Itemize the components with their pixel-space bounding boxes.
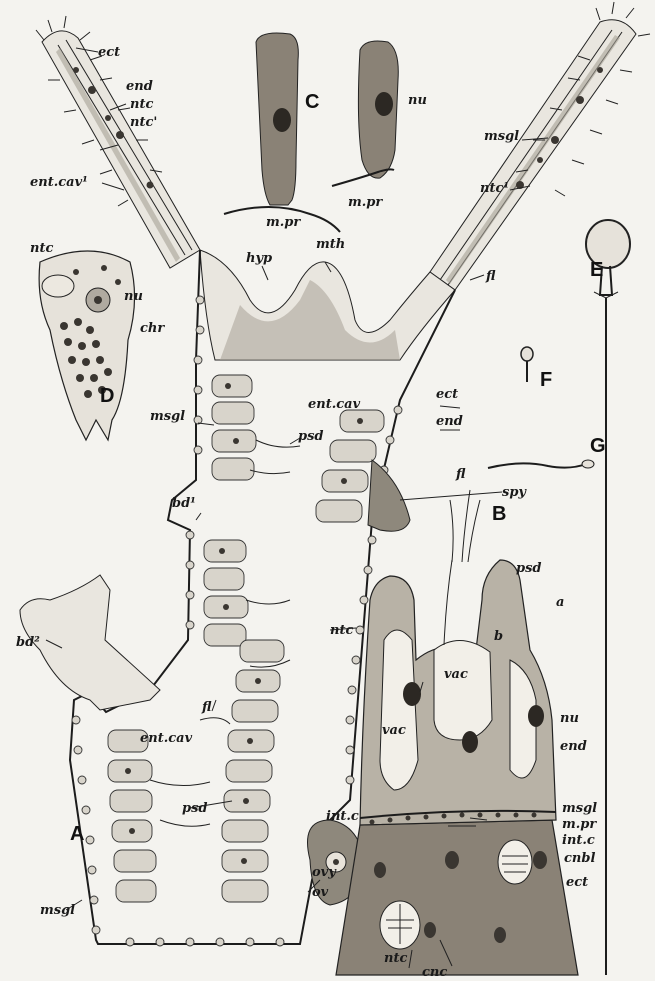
label-b-intc: int.c (326, 809, 359, 824)
label-ent-cav-2: ent.cav (140, 731, 193, 746)
label-msgl-3: msgl (40, 903, 75, 918)
label-b-cnbl: cnbl (564, 851, 595, 866)
label-ect-2: ect (436, 387, 458, 402)
label-b-nu: nu (560, 711, 579, 726)
label-bd2: bd² (16, 635, 40, 650)
label-end-2: end (436, 414, 463, 429)
label-ent-cav-1: ent.cav¹ (30, 175, 88, 190)
panel-d-letter: D (100, 385, 114, 407)
label-d-nu: nu (124, 289, 143, 304)
label-b-fl: fl (455, 467, 466, 482)
figure-b-detail (336, 490, 578, 975)
label-psd-2: psd (182, 801, 208, 816)
label-fl-tentacle: fl (485, 269, 496, 284)
panel-e-letter: E (590, 259, 603, 281)
label-ntc-1: ntc¹ (480, 181, 509, 196)
label-ov: ov (312, 885, 329, 900)
label-ntc: ntc (130, 97, 153, 112)
label-ovy: ovy (312, 865, 337, 880)
label-ent-cav: ent.cav (308, 397, 361, 412)
label-bd1: bd¹ (172, 496, 196, 511)
panel-f-letter: F (540, 369, 552, 391)
label-ntc-prime: ntc' (130, 115, 157, 130)
bud-2 (20, 575, 160, 710)
figure-g-nematocyst-thread (488, 460, 594, 468)
label-msgl-right: msgl (484, 129, 519, 144)
spermary (368, 460, 410, 531)
label-c-mpr-2: m.pr (266, 215, 301, 230)
label-b-end: end (560, 739, 587, 754)
panel-b-letter: B (492, 503, 506, 525)
label-b-ect: ect (566, 875, 588, 890)
label-b-mpr: m.pr (562, 817, 597, 832)
figure-d-cell (39, 251, 134, 440)
panel-c-letter: C (305, 91, 319, 113)
label-c-mpr: m.pr (348, 195, 383, 210)
label-msgl-2: msgl (150, 409, 185, 424)
label-end: end (126, 79, 153, 94)
label-hyp: hyp (246, 251, 272, 266)
label-d-ntc: ntc (30, 241, 53, 256)
label-b-vac: vac (444, 667, 468, 682)
label-ntc-2: ntc (330, 623, 353, 638)
label-b-msgl: msgl (562, 801, 597, 816)
figure-f-small-nematocyst (521, 347, 533, 382)
panel-g-letter: G (590, 435, 606, 457)
label-ect: ect (98, 45, 120, 60)
label-b-b: b (494, 629, 503, 644)
panel-a-letter: A (70, 823, 84, 845)
label-c-nu: nu (408, 93, 427, 108)
label-fl-2: fl (201, 700, 212, 715)
label-mth: mth (316, 237, 345, 252)
label-psd: psd (298, 429, 324, 444)
label-b-vac-2: vac (382, 723, 406, 738)
label-spy: spy (502, 485, 527, 500)
label-b-psd: psd (516, 561, 542, 576)
label-b-intc-2: int.c (562, 833, 595, 848)
label-d-chr: chr (140, 321, 165, 336)
label-b-ntc: ntc (384, 951, 407, 966)
label-b-a: a (556, 595, 564, 610)
label-b-cnc: cnc (422, 965, 447, 980)
